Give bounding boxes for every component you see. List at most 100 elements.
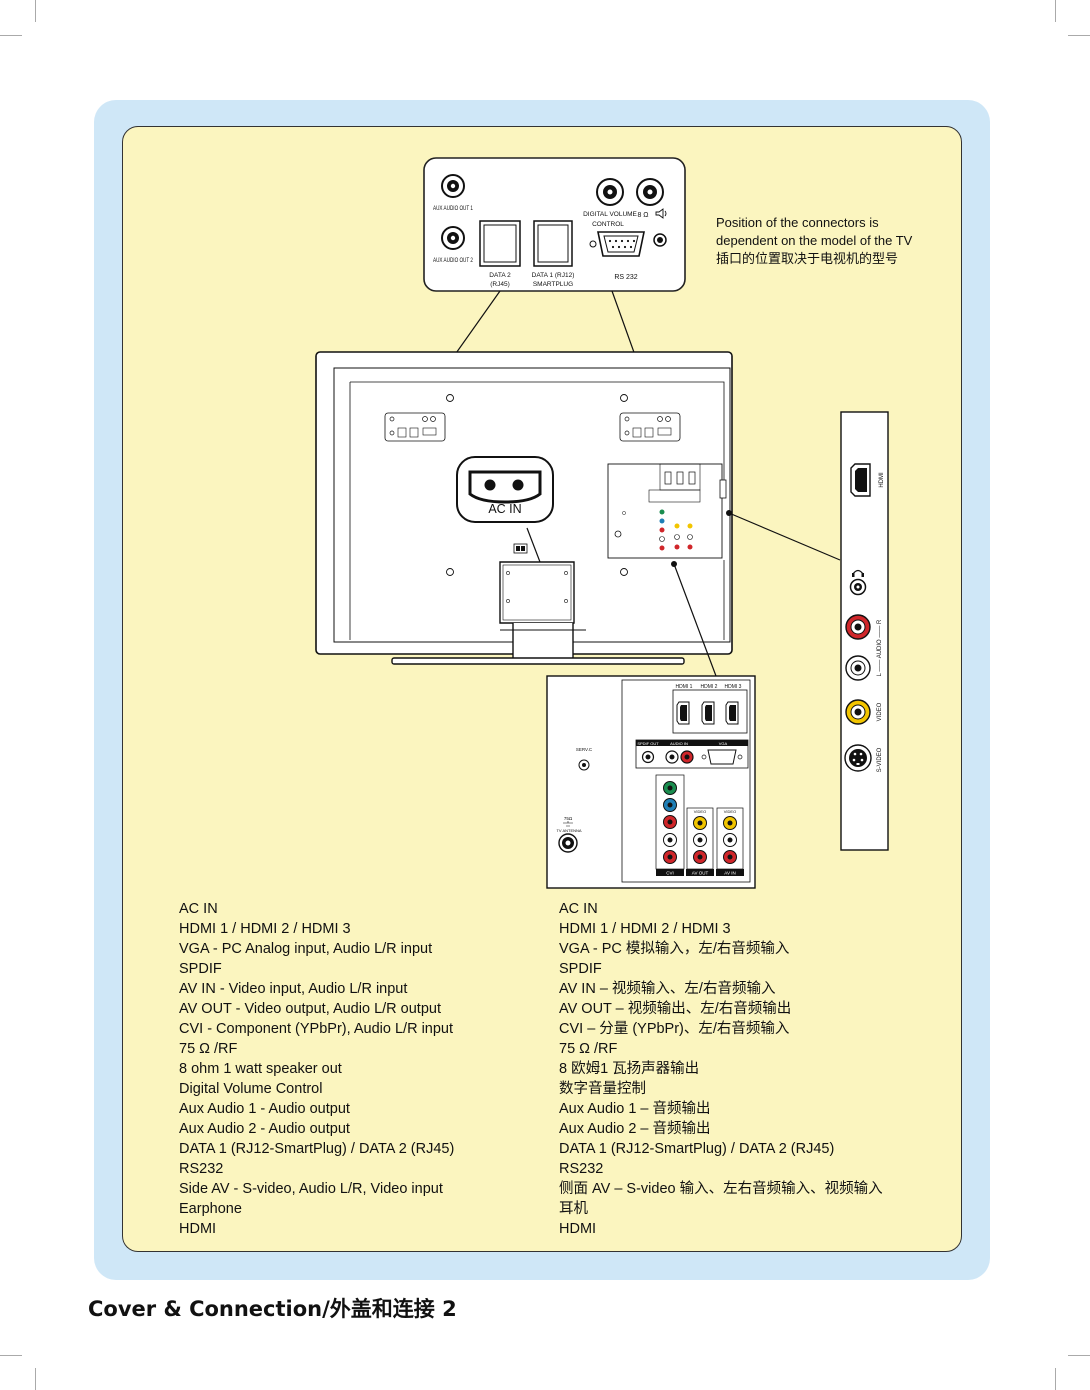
list-item: 75 Ω /RF: [179, 1041, 238, 1057]
list-item: RS232: [179, 1161, 224, 1177]
cvi-y-jack[interactable]: [663, 781, 677, 795]
list-item: 侧面 AV – S-video 输入、左右音频输入、视频输入: [559, 1181, 883, 1197]
connector-list-chinese: AC IN HDMI 1 / HDMI 2 / HDMI 3 VGA - PC …: [559, 899, 883, 1239]
data-2-port[interactable]: [479, 220, 521, 267]
antenna-75-label: 75Ω: [564, 816, 573, 821]
page-title: Cover & Connection/外盖和连接 2: [88, 1297, 457, 1321]
av-in-audio-l-jack[interactable]: [723, 833, 737, 847]
list-item: Aux Audio 1 – 音频输出: [559, 1101, 711, 1117]
crop-mark: [1068, 1355, 1090, 1356]
data-1-label: DATA 1 (RJ12): [532, 272, 575, 279]
side-svideo-jack[interactable]: [844, 744, 872, 772]
vga-audio-r-jack[interactable]: [680, 750, 694, 764]
list-item: 8 欧姆1 瓦扬声器输出: [559, 1061, 700, 1077]
av-in-video-jack[interactable]: [723, 816, 737, 830]
speaker-out-jack[interactable]: [636, 178, 664, 206]
side-svideo-label: S-VIDEO: [877, 747, 883, 772]
av-out-video-jack[interactable]: [693, 816, 707, 830]
data-1-port[interactable]: [533, 220, 573, 267]
side-audio-label: L —— AUDIO —— R: [877, 619, 883, 676]
side-hdmi-label: HDMI: [879, 472, 885, 488]
list-item: HDMI: [179, 1221, 217, 1237]
earphone-jack[interactable]: [849, 578, 867, 596]
tv-antenna-port[interactable]: [558, 833, 578, 853]
list-item: Digital Volume Control: [179, 1081, 323, 1097]
crop-mark: [35, 1368, 36, 1390]
list-item: RS232: [559, 1161, 604, 1177]
list-item: AV IN – 视频输入、左/右音频输入: [559, 981, 776, 997]
aux-audio-1-label: AUX AUDIO OUT 1: [433, 205, 473, 212]
vga-audio-l-jack[interactable]: [665, 750, 679, 764]
side-video-label: VIDEO: [877, 702, 883, 721]
spdif-out-label: SPDIF OUT: [637, 741, 659, 746]
cvi-label: CVI: [666, 871, 674, 876]
leader-line: [673, 563, 717, 677]
av-out-audio-r-jack[interactable]: [693, 850, 707, 864]
list-item: AC IN: [179, 901, 218, 917]
av-in-label: AV IN: [724, 871, 735, 876]
list-item: HDMI: [559, 1221, 597, 1237]
side-audio-r-jack[interactable]: [845, 614, 871, 640]
speaker-label: 8 Ω: [637, 212, 648, 219]
data-2-label: DATA 2: [489, 272, 511, 279]
list-item: Aux Audio 1 - Audio output: [179, 1101, 350, 1117]
tv-back-view: AC IN: [315, 351, 733, 665]
aux-audio-2-jack[interactable]: [441, 226, 465, 250]
hdmi-1-port[interactable]: [676, 701, 690, 725]
list-item: Earphone: [179, 1201, 242, 1217]
rs232-port[interactable]: [589, 231, 667, 257]
leader-line: [526, 527, 541, 563]
top-connector-panel: AUX AUDIO OUT 1 AUX AUDIO OUT 2 DATA 2 (…: [423, 157, 686, 292]
list-item: CVI – 分量 (YPbPr)、左/右音频输入: [559, 1021, 790, 1037]
list-item: SPDIF: [179, 961, 222, 977]
side-video-jack[interactable]: [845, 699, 871, 725]
list-item: 8 ohm 1 watt speaker out: [179, 1061, 342, 1077]
digital-volume-jack[interactable]: [596, 178, 624, 206]
list-item: Aux Audio 2 – 音频输出: [559, 1121, 711, 1137]
crop-mark: [1055, 0, 1056, 22]
spdif-out-jack[interactable]: [641, 750, 655, 764]
cvi-audio-r-jack[interactable]: [663, 850, 677, 864]
cvi-pr-jack[interactable]: [663, 815, 677, 829]
hdmi-2-port[interactable]: [701, 701, 715, 725]
list-item: CVI - Component (YPbPr), Audio L/R input: [179, 1021, 454, 1037]
crop-mark: [1055, 1368, 1056, 1390]
av-out-audio-l-jack[interactable]: [693, 833, 707, 847]
hdmi-1-label: HDMI 1: [676, 684, 693, 690]
ac-in-socket[interactable]: [456, 456, 554, 523]
list-item: VGA - PC Analog input, Audio L/R input: [179, 941, 433, 957]
list-item: 数字音量控制: [559, 1081, 646, 1097]
service-jack[interactable]: [578, 759, 590, 771]
ac-in-label: AC IN: [488, 502, 521, 516]
speaker-icon: [655, 208, 667, 219]
digital-volume-sublabel: CONTROL: [592, 221, 624, 228]
list-item: Aux Audio 2 - Audio output: [179, 1121, 350, 1137]
digital-volume-label: DIGITAL VOLUME: [583, 211, 637, 218]
list-item: HDMI 1 / HDMI 2 / HDMI 3: [179, 921, 351, 937]
rs232-label: RS 232: [614, 274, 637, 281]
hdmi-3-port[interactable]: [725, 701, 739, 725]
connector-list-english: AC IN HDMI 1 / HDMI 2 / HDMI 3 VGA - PC …: [179, 899, 454, 1239]
leader-line: [728, 512, 841, 561]
crop-mark: [1068, 35, 1090, 36]
av-in-audio-r-jack[interactable]: [723, 850, 737, 864]
av-in-video-label: VIDEO: [724, 809, 736, 814]
side-hdmi-port[interactable]: [850, 463, 871, 497]
vga-label: VGA: [719, 741, 728, 746]
note-chinese: 插口的位置取决于电视机的型号: [716, 251, 899, 266]
cvi-pb-jack[interactable]: [663, 798, 677, 812]
list-item: DATA 1 (RJ12-SmartPlug) / DATA 2 (RJ45): [179, 1141, 455, 1157]
list-item: 耳机: [559, 1201, 588, 1217]
list-item: 75 Ω /RF: [559, 1041, 618, 1057]
crop-mark: [0, 1355, 22, 1356]
list-item: AV OUT - Video output, Audio L/R output: [179, 1001, 441, 1017]
side-av-panel: HDMI L —— AUDIO —— R VIDEO: [840, 411, 889, 851]
vga-port[interactable]: [701, 749, 743, 765]
crop-mark: [35, 0, 36, 22]
cvi-audio-l-jack[interactable]: [663, 833, 677, 847]
aux-audio-1-jack[interactable]: [441, 174, 465, 198]
side-audio-l-jack[interactable]: [845, 655, 871, 681]
hdmi-3-label: HDMI 3: [725, 684, 742, 690]
list-item: DATA 1 (RJ12-SmartPlug) / DATA 2 (RJ45): [559, 1141, 835, 1157]
tv-antenna-label: TV ANTENNA: [556, 828, 581, 833]
